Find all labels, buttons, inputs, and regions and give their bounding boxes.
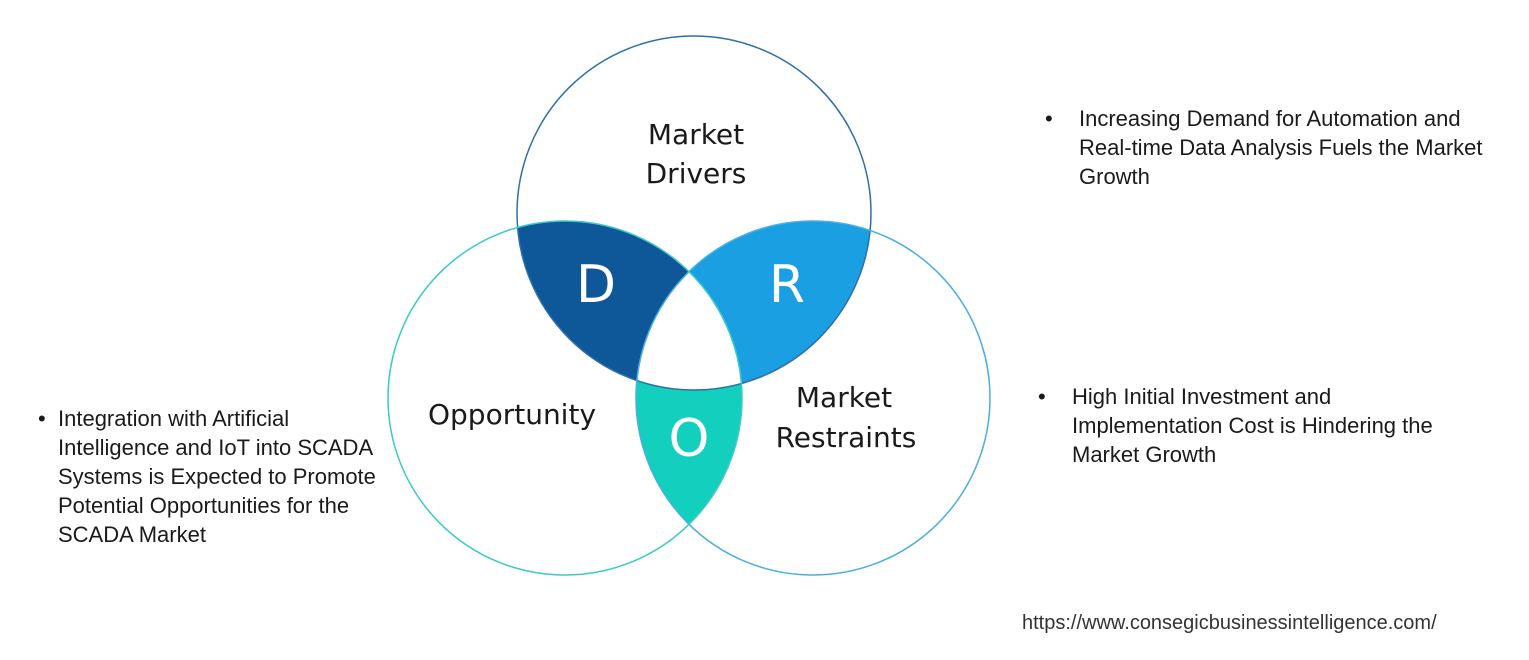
opportunity-label: Opportunity [428,398,596,431]
letter-d: D [576,255,616,315]
market-restraints-circle [635,220,991,576]
intersection-d [517,221,742,390]
bullet-dot: • [1038,384,1046,409]
market-drivers-label-line1: Market [648,118,744,151]
market-restraints-label-line1: Market [796,381,892,414]
bullet-dot: • [38,406,46,431]
restraints-bullet: • High Initial Investment and Implementa… [1038,382,1438,469]
restraints-bullet-text: High Initial Investment and Implementati… [1072,384,1433,467]
drivers-bullet-text: Increasing Demand for Automation and Rea… [1079,106,1483,189]
letter-o: O [669,409,710,469]
drivers-bullet: • Increasing Demand for Automation and R… [1045,104,1485,191]
letter-r: R [769,255,805,315]
bullet-dot: • [1045,106,1053,131]
intersection-r [636,221,871,390]
opportunity-circle [387,220,743,576]
market-restraints-label-line2: Restraints [776,421,917,454]
source-url: https://www.consegicbusinessintelligence… [1022,612,1437,634]
opportunity-bullet: • Integration with Artificial Intelligen… [38,404,388,549]
market-drivers-label-line2: Drivers [646,157,747,190]
opportunity-bullet-text: Integration with Artificial Intelligence… [58,406,376,547]
market-drivers-circle [516,35,872,391]
